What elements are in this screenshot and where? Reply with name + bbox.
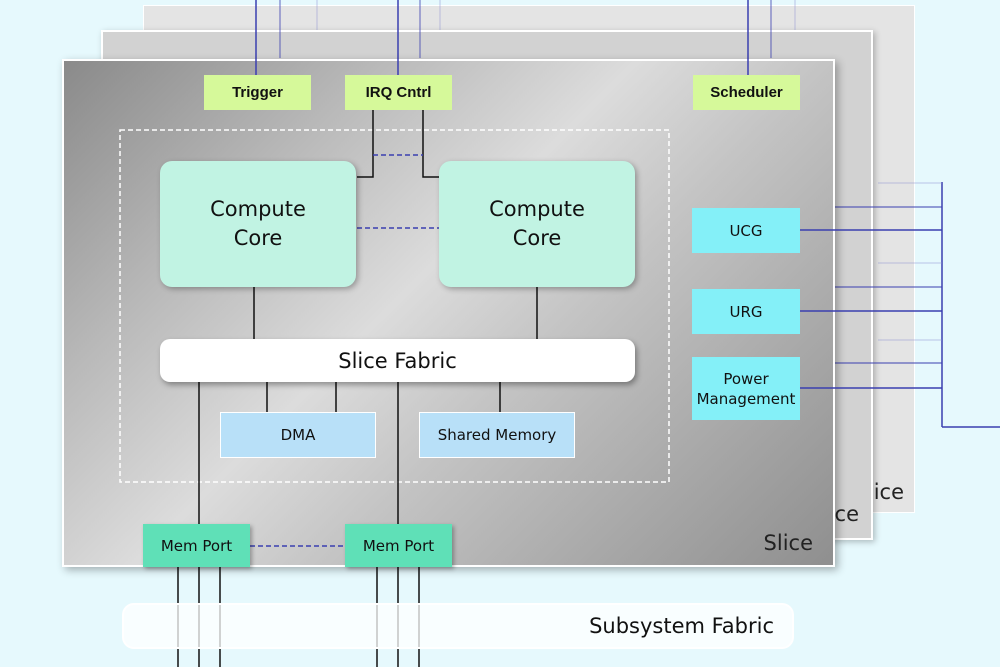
power-label: Power <box>723 369 769 388</box>
core-cluster-boundary <box>119 129 670 483</box>
core-label: Compute <box>489 197 585 221</box>
urg-block: URG <box>692 289 800 334</box>
mem-port-2: Mem Port <box>345 524 452 567</box>
ucg-block: UCG <box>692 208 800 253</box>
scheduler-block: Scheduler <box>693 75 800 110</box>
core-label: Compute <box>210 197 306 221</box>
subsystem-fabric: Subsystem Fabric <box>122 603 794 649</box>
slice-fabric: Slice Fabric <box>160 339 635 382</box>
core-label: Core <box>512 226 562 250</box>
mem-port-1: Mem Port <box>143 524 250 567</box>
dma-block: DMA <box>220 412 376 458</box>
core-label: Core <box>233 226 283 250</box>
compute-core-2: Compute Core <box>439 161 635 287</box>
irq-controller-block: IRQ Cntrl <box>345 75 452 110</box>
slice-label: Slice <box>763 531 813 555</box>
trigger-block: Trigger <box>204 75 311 110</box>
power-management-block: Power Management <box>692 357 800 420</box>
power-label: Management <box>696 389 796 408</box>
shared-memory-block: Shared Memory <box>419 412 575 458</box>
compute-core-1: Compute Core <box>160 161 356 287</box>
